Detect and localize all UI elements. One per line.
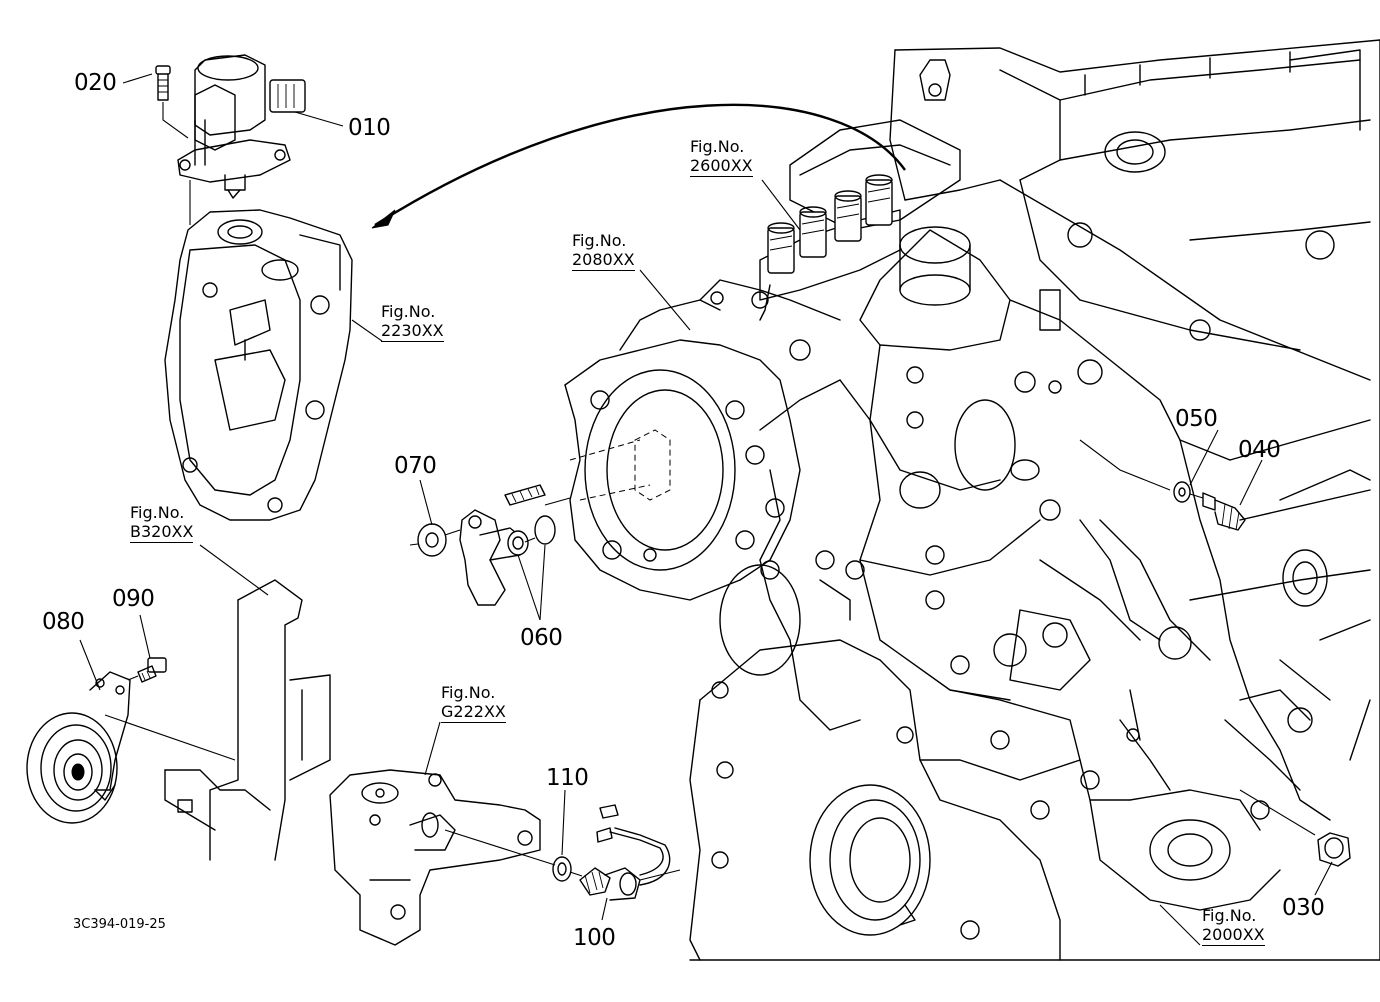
part-label-110: 110 — [546, 765, 589, 791]
figure-ref-g222xx: Fig.No. G222XX — [441, 683, 506, 723]
figure-ref-number: 2000XX — [1202, 925, 1265, 946]
figure-ref-2080xx: Fig.No. 2080XX — [572, 231, 635, 271]
figure-ref-b320xx: Fig.No. B320XX — [130, 503, 194, 543]
reference-arrow — [374, 103, 906, 227]
figure-ref-number: 2230XX — [381, 321, 444, 342]
injector-assembly-drawing — [759, 119, 961, 321]
bracket-g222-drawing — [329, 769, 541, 946]
reference-arrow-head — [371, 209, 396, 229]
figure-ref-2000xx: Fig.No. 2000XX — [1202, 906, 1265, 946]
engine-block-drawing — [564, 39, 1380, 961]
part-label-090: 090 — [112, 586, 155, 612]
figure-ref-number: 2600XX — [690, 156, 753, 177]
part-label-100: 100 — [573, 925, 616, 951]
figure-ref-prefix: Fig.No. — [130, 503, 185, 522]
housing-2230-drawing — [164, 209, 353, 521]
figure-ref-prefix: Fig.No. — [441, 683, 496, 702]
part-label-010: 010 — [348, 115, 391, 141]
oil-pressure-switch-drawing — [444, 804, 671, 901]
figure-ref-prefix: Fig.No. — [690, 137, 745, 156]
bolt-090-drawing — [127, 657, 167, 683]
sensor-040-drawing — [1079, 439, 1246, 531]
stop-solenoid-drawing — [177, 54, 306, 199]
figure-ref-number: 2080XX — [572, 250, 635, 271]
bracket-b320-drawing — [104, 579, 331, 861]
figure-ref-2230xx: Fig.No. 2230XX — [381, 302, 444, 342]
speed-sensor-drawing — [409, 484, 571, 606]
bolt-020-drawing — [155, 65, 189, 139]
horn-drawing — [26, 671, 131, 824]
switch-030-drawing — [1239, 789, 1351, 867]
figure-ref-prefix: Fig.No. — [572, 231, 627, 250]
figure-ref-number: B320XX — [130, 522, 194, 543]
part-label-080: 080 — [42, 609, 85, 635]
part-label-040: 040 — [1238, 437, 1281, 463]
figure-ref-number: G222XX — [441, 702, 506, 723]
part-label-030: 030 — [1282, 895, 1325, 921]
part-label-060: 060 — [520, 625, 563, 651]
figure-ref-2600xx: Fig.No. 2600XX — [690, 137, 753, 177]
figure-ref-prefix: Fig.No. — [381, 302, 436, 321]
diagram-code: 3C394-019-25 — [73, 917, 166, 932]
figure-ref-prefix: Fig.No. — [1202, 906, 1257, 925]
part-label-020: 020 — [74, 70, 117, 96]
part-label-070: 070 — [394, 453, 437, 479]
part-label-050: 050 — [1175, 406, 1218, 432]
